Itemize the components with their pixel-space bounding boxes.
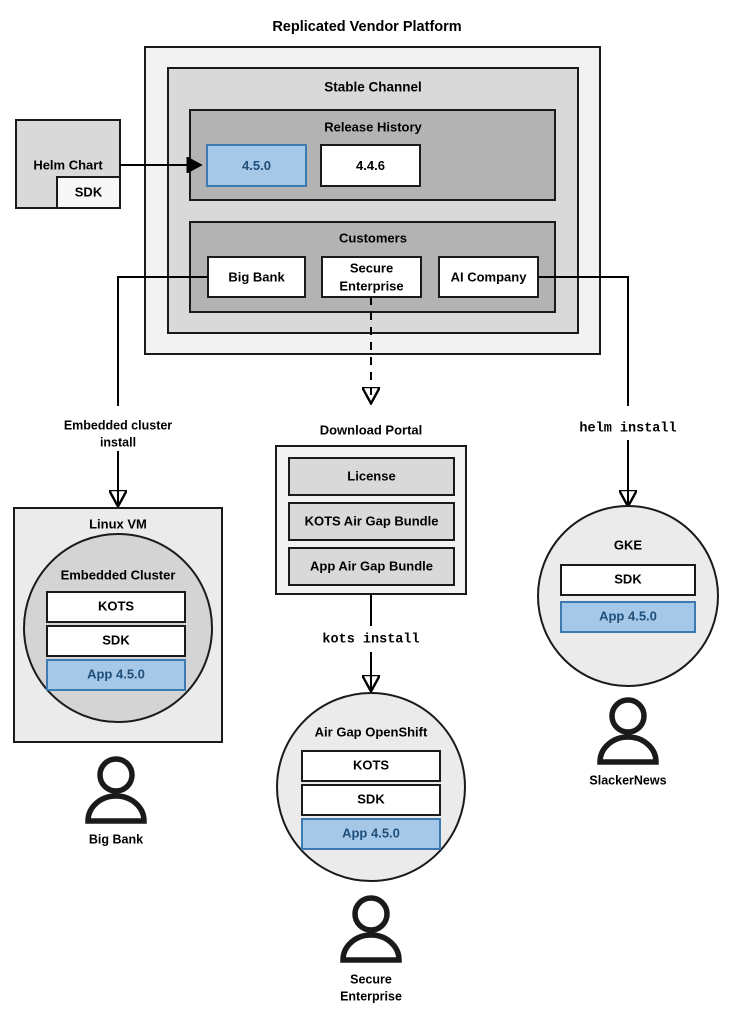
customers-label: Customers	[339, 230, 407, 245]
airgap-openshift-node: Air Gap OpenShift KOTS SDK App 4.5.0	[276, 692, 466, 882]
edge-label-helm-install: helm install	[579, 422, 676, 437]
helm-chart-label: Helm Chart	[33, 157, 103, 172]
component-label: App 4.5.0	[342, 825, 400, 840]
user-label-line1: Secure	[350, 972, 392, 986]
component-kots: KOTS	[301, 750, 441, 782]
release-version-label: 4.4.6	[356, 158, 385, 173]
page-title: Replicated Vendor Platform	[272, 19, 461, 35]
release-card-previous[interactable]: 4.4.6	[320, 144, 421, 187]
gke-label: GKE	[614, 537, 643, 552]
embedded-cluster-label: Embedded Cluster	[61, 567, 176, 582]
edge-bigbank-to-linux-vm	[117, 276, 208, 406]
artifact-label: License	[347, 468, 395, 483]
portal-artifact-kots-air-gap-bundle[interactable]: KOTS Air Gap Bundle	[288, 502, 455, 541]
customer-card-secure-enterprise[interactable]: Secure Enterprise	[321, 256, 422, 298]
edge-label-embedded-cluster-install-line1: Embedded cluster	[64, 418, 172, 432]
component-app-version: App 4.5.0	[301, 818, 441, 850]
artifact-label: KOTS Air Gap Bundle	[305, 513, 439, 528]
release-version-label: 4.5.0	[242, 158, 271, 173]
component-label: SDK	[614, 571, 642, 586]
helm-chart-node[interactable]: Helm Chart SDK	[15, 119, 121, 209]
stable-channel-panel: Stable Channel Release History 4.5.0 4.4…	[167, 67, 579, 334]
customer-name-label: AI Company	[451, 269, 528, 284]
edge-ai-company-to-gke	[538, 276, 629, 406]
portal-artifact-license[interactable]: License	[288, 457, 455, 496]
airgap-openshift-label: Air Gap OpenShift	[315, 724, 428, 739]
component-label: KOTS	[353, 757, 389, 772]
component-sdk: SDK	[46, 625, 186, 657]
user-secure-enterprise: Secure Enterprise	[340, 895, 402, 1003]
download-portal-label: Download Portal	[320, 422, 423, 437]
component-label: App 4.5.0	[599, 608, 657, 623]
user-label: SlackerNews	[589, 773, 666, 787]
customers-panel: Customers Big Bank Secure Enterprise AI …	[189, 221, 556, 313]
component-label: SDK	[357, 791, 385, 806]
component-app-version: App 4.5.0	[46, 659, 186, 691]
user-label-line2: Enterprise	[340, 989, 402, 1003]
component-app-version: App 4.5.0	[560, 601, 696, 633]
user-slackernews: SlackerNews	[589, 697, 667, 787]
component-sdk: SDK	[301, 784, 441, 816]
portal-artifact-app-air-gap-bundle[interactable]: App Air Gap Bundle	[288, 547, 455, 586]
component-sdk: SDK	[560, 564, 696, 596]
helm-chart-sdk-label: SDK	[75, 184, 103, 199]
linux-vm-node: Linux VM Embedded Cluster KOTS SDK App 4…	[13, 507, 223, 743]
embedded-cluster-node: Embedded Cluster KOTS SDK App 4.5.0	[23, 533, 213, 723]
replicated-vendor-platform-panel: Stable Channel Release History 4.5.0 4.4…	[144, 46, 601, 355]
user-big-bank: Big Bank	[85, 756, 147, 846]
component-label: App 4.5.0	[87, 666, 145, 681]
edge-label-embedded-cluster-install-line2: install	[100, 435, 136, 449]
customer-name-line1: Secure	[350, 260, 393, 275]
component-label: KOTS	[98, 598, 134, 613]
download-portal-node: Download Portal License KOTS Air Gap Bun…	[275, 422, 467, 595]
edge-label-kots-install: kots install	[322, 633, 419, 648]
component-label: SDK	[102, 632, 130, 647]
linux-vm-label: Linux VM	[89, 516, 147, 531]
gke-node: GKE SDK App 4.5.0	[537, 505, 719, 687]
customer-name-label: Big Bank	[228, 269, 285, 284]
release-card-current[interactable]: 4.5.0	[206, 144, 307, 187]
user-label: Big Bank	[89, 832, 143, 846]
release-history-panel: Release History 4.5.0 4.4.6	[189, 109, 556, 201]
component-kots: KOTS	[46, 591, 186, 623]
artifact-label: App Air Gap Bundle	[310, 558, 433, 573]
customer-card-big-bank[interactable]: Big Bank	[207, 256, 306, 298]
release-history-label: Release History	[324, 119, 422, 134]
customer-card-ai-company[interactable]: AI Company	[438, 256, 539, 298]
customer-name-line2: Enterprise	[339, 278, 403, 293]
stable-channel-label: Stable Channel	[324, 80, 422, 95]
